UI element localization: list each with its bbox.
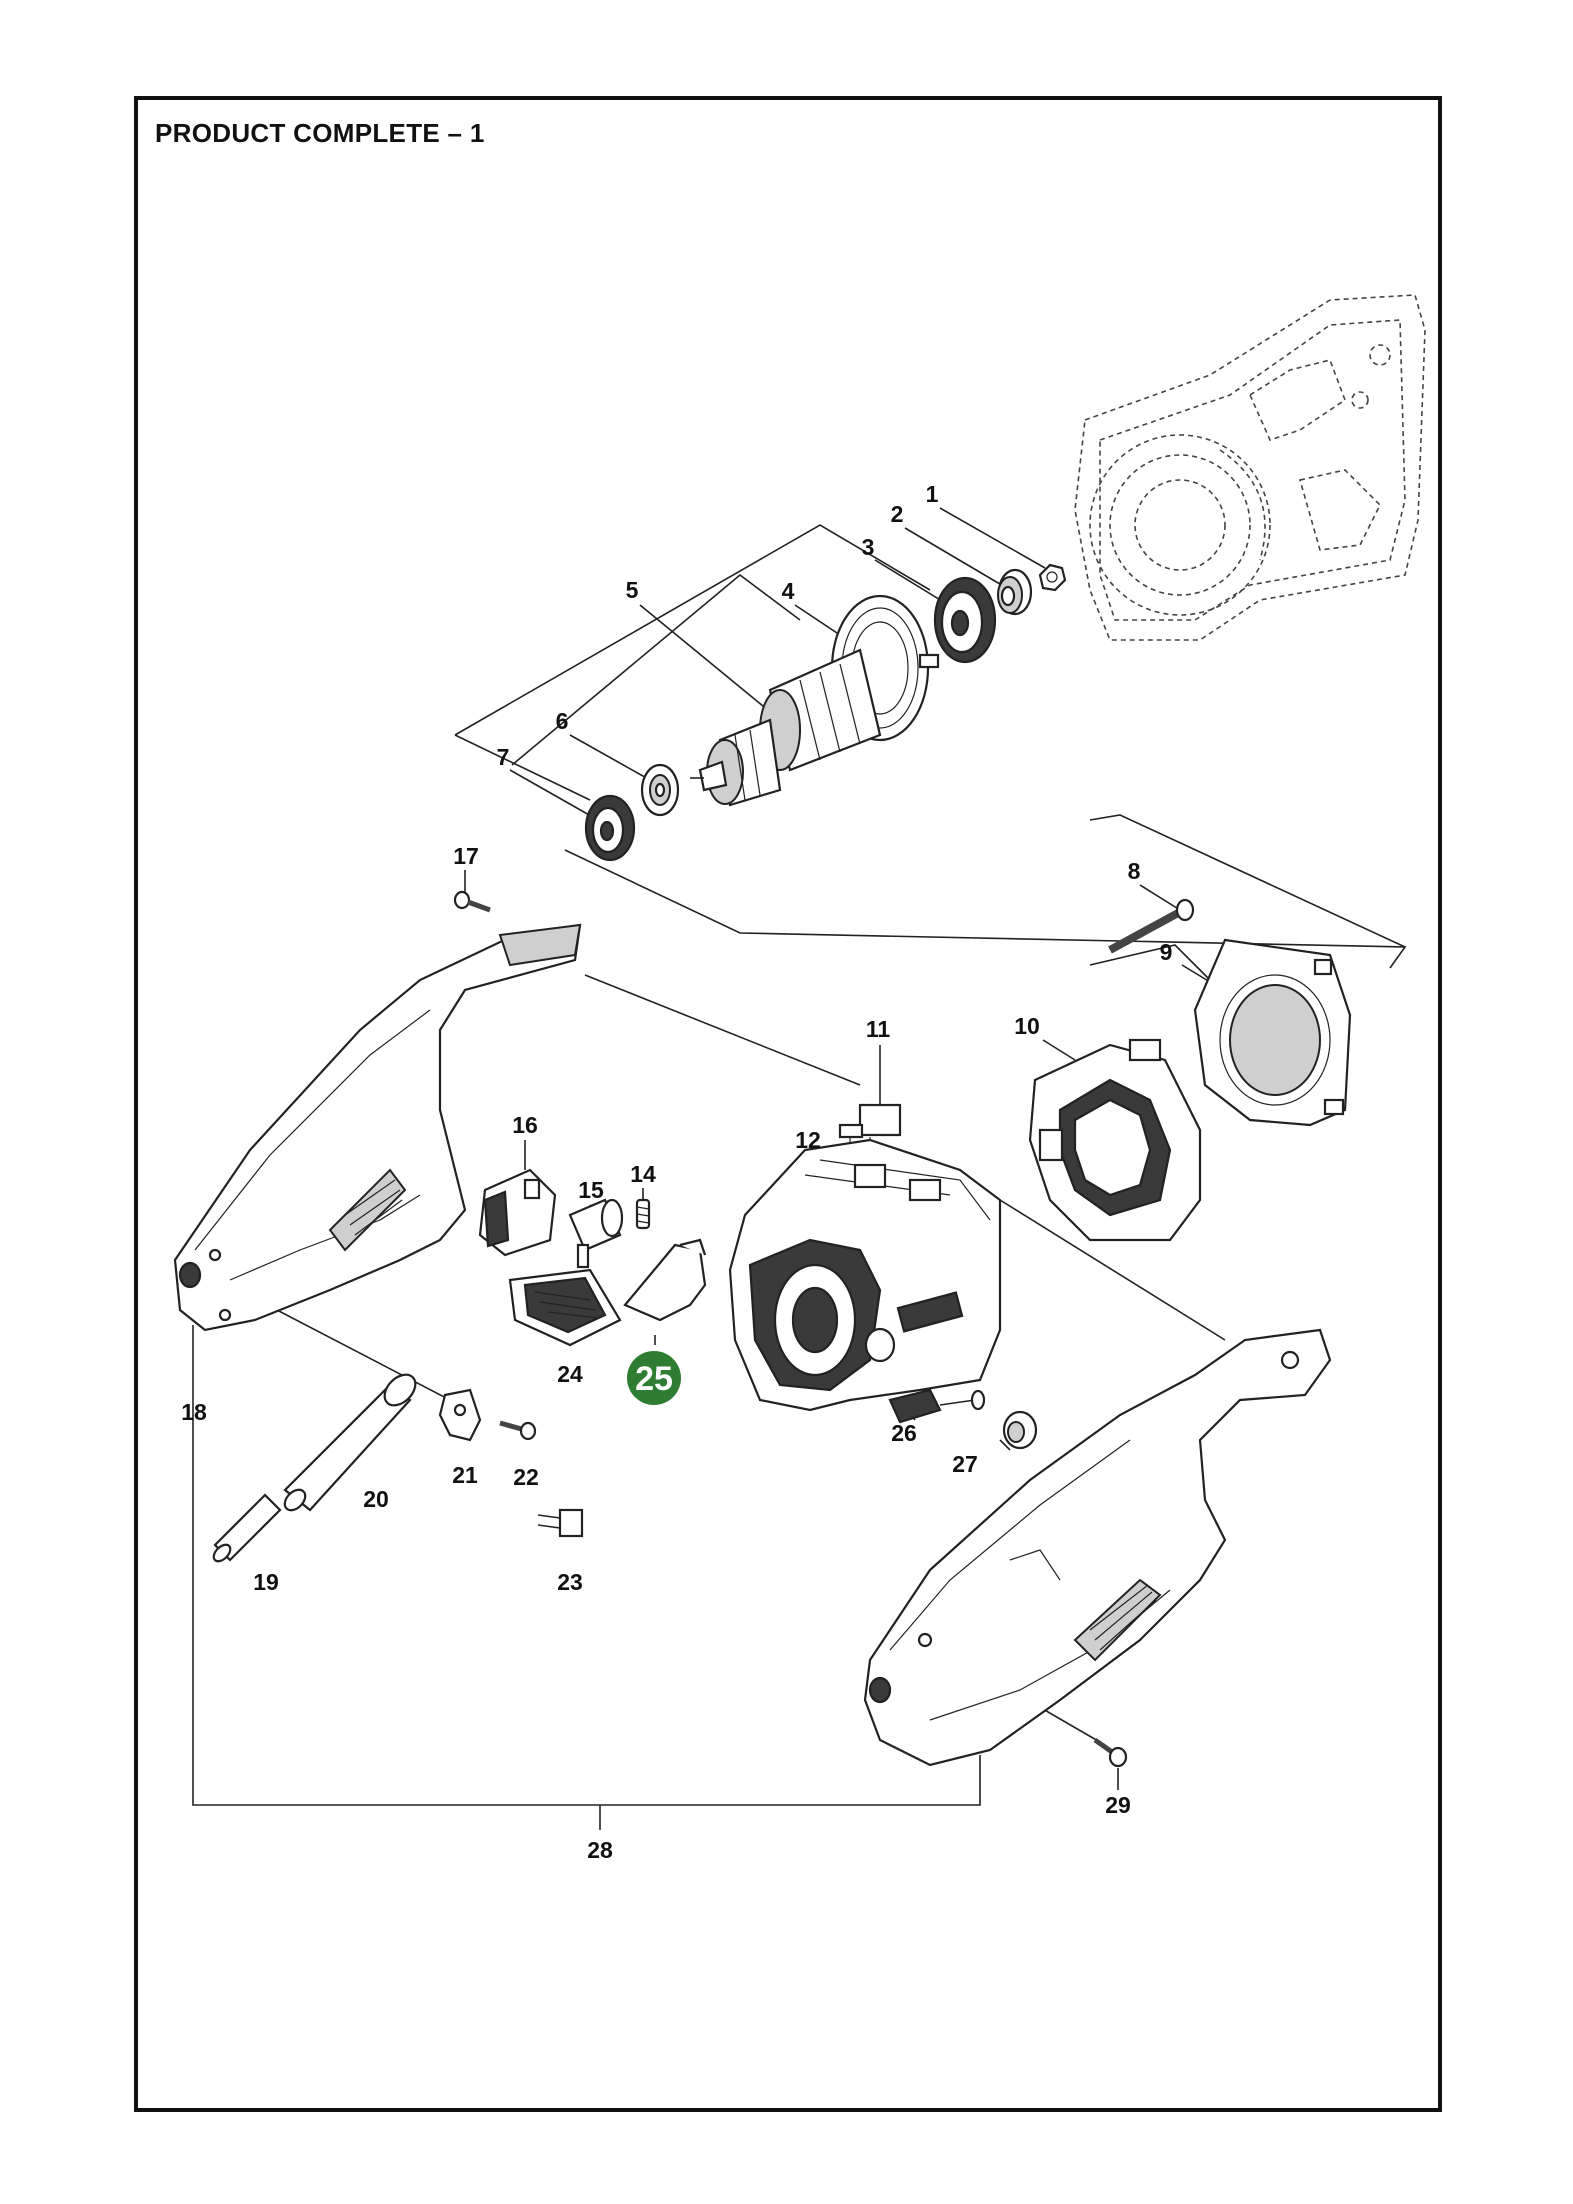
commutator-part-5 (690, 718, 782, 807)
callout-18: 18 (181, 1399, 207, 1425)
callout-3: 3 (862, 534, 875, 560)
callout-6: 6 (556, 708, 569, 734)
highlight-marker-25 (627, 1351, 681, 1405)
washer-part-6 (640, 763, 680, 817)
callout-23: 23 (557, 1569, 583, 1595)
cord-part-19 (212, 1493, 282, 1563)
connector-part-23 (537, 1508, 584, 1538)
callout-16: 16 (512, 1112, 538, 1138)
micro-switch-part-11 (838, 1103, 902, 1148)
spring-part-14 (635, 1198, 651, 1230)
gearbox-housing-outline (1074, 294, 1426, 641)
screw-part-17 (453, 890, 491, 913)
cord-protector-part-20 (283, 1373, 417, 1512)
switch-block-part-16 (478, 1168, 557, 1257)
callout-26: 26 (891, 1420, 917, 1446)
callout-labels: 1 2 3 4 5 6 7 8 9 10 11 12 14 15 16 17 1… (181, 481, 1172, 1863)
brush-part-26 (888, 1388, 986, 1424)
callout-27: 27 (952, 1451, 978, 1477)
callout-22: 22 (513, 1464, 539, 1490)
armature-part-4 (759, 594, 940, 772)
callout-1: 1 (926, 481, 939, 507)
screw-part-8 (1108, 898, 1195, 954)
callout-11: 11 (866, 1016, 891, 1042)
bearing-part-3 (933, 576, 997, 664)
screw-part-29 (1093, 1737, 1128, 1768)
callout-25: 25 (635, 1360, 673, 1398)
callout-20: 20 (363, 1486, 389, 1512)
nut-part-1 (1038, 563, 1067, 592)
pinion-part-2 (997, 568, 1033, 616)
bearing-part-7 (584, 794, 636, 862)
callout-29: 29 (1105, 1792, 1131, 1818)
fan-cover-part-9 (1193, 938, 1352, 1127)
callout-8: 8 (1128, 858, 1141, 884)
callout-10: 10 (1014, 1013, 1040, 1039)
filter-part-24 (508, 1268, 622, 1347)
callout-14: 14 (630, 1161, 656, 1187)
brush-cap-part-27 (1002, 1410, 1038, 1450)
callout-21: 21 (452, 1462, 478, 1488)
callout-15: 15 (578, 1177, 604, 1203)
trigger-part-25 (623, 1238, 707, 1322)
callout-4: 4 (782, 578, 795, 604)
callout-17: 17 (453, 843, 479, 869)
callout-2: 2 (891, 501, 904, 527)
button-part-15 (568, 1198, 624, 1269)
handle-half-left-part-18 (173, 923, 582, 1332)
callout-12: 12 (795, 1127, 821, 1153)
callout-7: 7 (497, 744, 510, 770)
cord-clamp-part-21 (438, 1388, 482, 1442)
stator-part-10 (1028, 1038, 1202, 1242)
callout-9: 9 (1160, 939, 1173, 965)
diagram-frame (134, 96, 1442, 2112)
callout-24: 24 (557, 1361, 583, 1387)
handle-half-right (863, 1328, 1332, 1767)
screw-part-22 (499, 1420, 537, 1441)
callout-28: 28 (587, 1837, 613, 1863)
motor-housing-part-12 (728, 1138, 1002, 1412)
callout-19: 19 (253, 1569, 279, 1595)
callout-5: 5 (626, 577, 639, 603)
page-title: PRODUCT COMPLETE – 1 (155, 118, 485, 148)
